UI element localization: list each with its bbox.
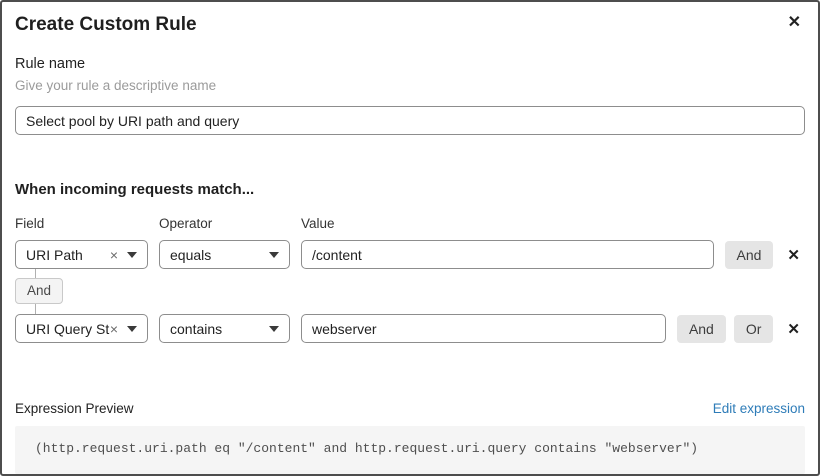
operator-select-row1[interactable]: equals	[159, 240, 290, 269]
value-input-row1[interactable]	[301, 240, 714, 269]
clear-icon[interactable]: ×	[109, 246, 118, 263]
clear-icon[interactable]: ×	[109, 320, 118, 337]
chevron-down-icon	[269, 325, 279, 332]
value-column-label: Value	[301, 216, 335, 231]
and-connector-badge: And	[15, 278, 64, 304]
expression-preview-label: Expression Preview	[15, 401, 134, 416]
and-button-row1[interactable]: And	[724, 240, 774, 269]
or-button-row2[interactable]: Or	[733, 314, 774, 343]
remove-row2-icon[interactable]: ✕	[787, 320, 800, 338]
close-icon[interactable]: ✕	[787, 14, 801, 31]
match-row-2: URI Query St... × contains And Or ✕	[15, 314, 805, 343]
remove-row1-icon[interactable]: ✕	[787, 246, 800, 264]
dialog-header: Create Custom Rule ✕	[15, 13, 805, 37]
operator-select-row2[interactable]: contains	[159, 314, 290, 343]
chevron-down-icon	[127, 325, 137, 332]
operator-column-label: Operator	[159, 216, 213, 231]
connector-zone: And	[15, 269, 805, 314]
chevron-down-icon	[127, 251, 137, 258]
expression-code-box: (http.request.uri.path eq "/content" and…	[15, 426, 805, 474]
chevron-down-icon	[269, 251, 279, 258]
field-select-row2[interactable]: URI Query St... ×	[15, 314, 148, 343]
rule-name-hint: Give your rule a descriptive name	[15, 78, 217, 93]
expression-preview-header: Expression Preview Edit expression	[15, 401, 805, 416]
field-select-row1-value: URI Path	[26, 246, 83, 263]
and-button-row2[interactable]: And	[676, 314, 726, 343]
matcher-heading: When incoming requests match...	[15, 181, 255, 198]
field-column-label: Field	[15, 216, 45, 231]
rule-name-input[interactable]	[15, 106, 805, 135]
operator-select-row1-value: equals	[170, 246, 212, 263]
rule-name-label: Rule name	[15, 56, 86, 72]
column-labels: Field Operator Value	[15, 216, 805, 231]
field-select-row2-value: URI Query St...	[26, 320, 110, 337]
dialog-title: Create Custom Rule	[15, 14, 197, 35]
field-select-row1[interactable]: URI Path ×	[15, 240, 148, 269]
edit-expression-link[interactable]: Edit expression	[712, 401, 805, 416]
operator-select-row2-value: contains	[170, 320, 223, 337]
match-row-1: URI Path × equals And ✕	[15, 240, 805, 269]
value-input-row2[interactable]	[301, 314, 666, 343]
